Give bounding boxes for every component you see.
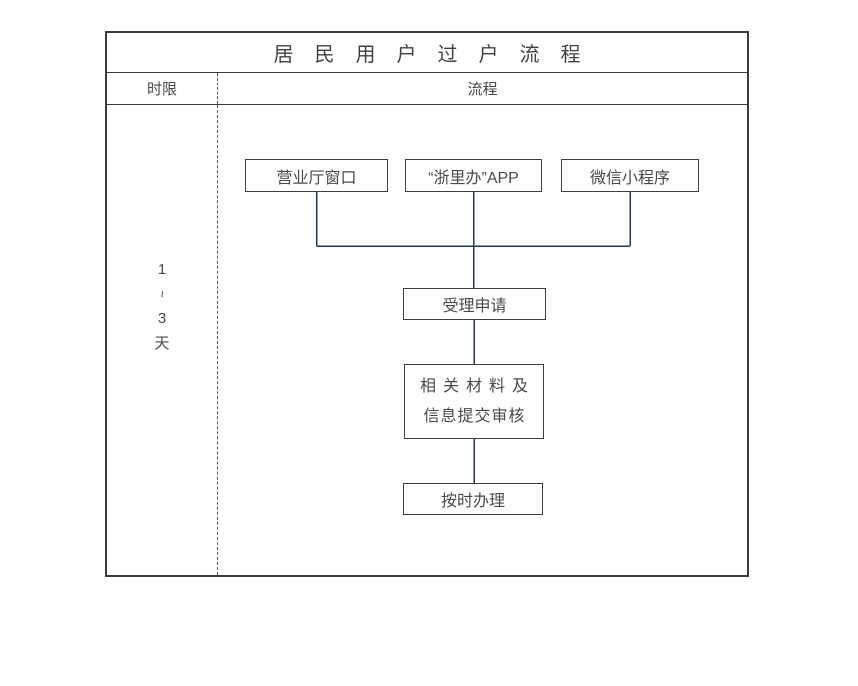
time-limit-unit: 天 — [154, 335, 170, 352]
process-column-header-cell: 流程 — [218, 73, 747, 104]
time-limit-cell: 1 ~ 3 天 — [107, 105, 218, 575]
time-column-header-cell: 时限 — [107, 73, 218, 104]
flow-node-label: “浙里办”APP — [428, 169, 519, 187]
flow-node-zheliban-app: “浙里办”APP — [405, 159, 542, 192]
flow-node-label: 按时办理 — [440, 493, 505, 510]
page-title: 居民用户过户流程 — [273, 44, 602, 66]
flow-pane: 营业厅窗口 “浙里办”APP 微信小程序 受理申请 相关材料及 信息提交审核 按… — [218, 105, 747, 575]
flow-node-label-line1: 相关材料及 — [419, 377, 535, 395]
flow-node-label: 微信小程序 — [589, 169, 670, 187]
time-limit-value-min: 1 — [157, 261, 167, 278]
title-row: 居民用户过户流程 — [107, 33, 747, 73]
time-limit-value-max: 3 — [157, 310, 167, 327]
time-limit-tilde: ~ — [155, 290, 170, 298]
flow-node-label: 受理申请 — [442, 298, 507, 315]
header-row: 时限 流程 — [107, 73, 747, 105]
flow-node-wechat-miniprogram: 微信小程序 — [561, 159, 699, 192]
connector-lines — [315, 192, 631, 483]
time-column-header: 时限 — [146, 81, 177, 98]
process-table: 居民用户过户流程 时限 流程 1 ~ 3 天 — [105, 31, 749, 577]
flow-node-handle-on-time: 按时办理 — [403, 483, 543, 515]
flow-node-business-hall: 营业厅窗口 — [245, 159, 388, 192]
flow-node-materials-review: 相关材料及 信息提交审核 — [404, 364, 544, 439]
flow-node-label-line2: 信息提交审核 — [423, 407, 526, 425]
flow-node-accept-application: 受理申请 — [403, 288, 546, 320]
process-column-header: 流程 — [467, 81, 498, 98]
body-row: 1 ~ 3 天 营业厅窗口 — [107, 105, 747, 575]
flow-node-label: 营业厅窗口 — [276, 169, 357, 187]
